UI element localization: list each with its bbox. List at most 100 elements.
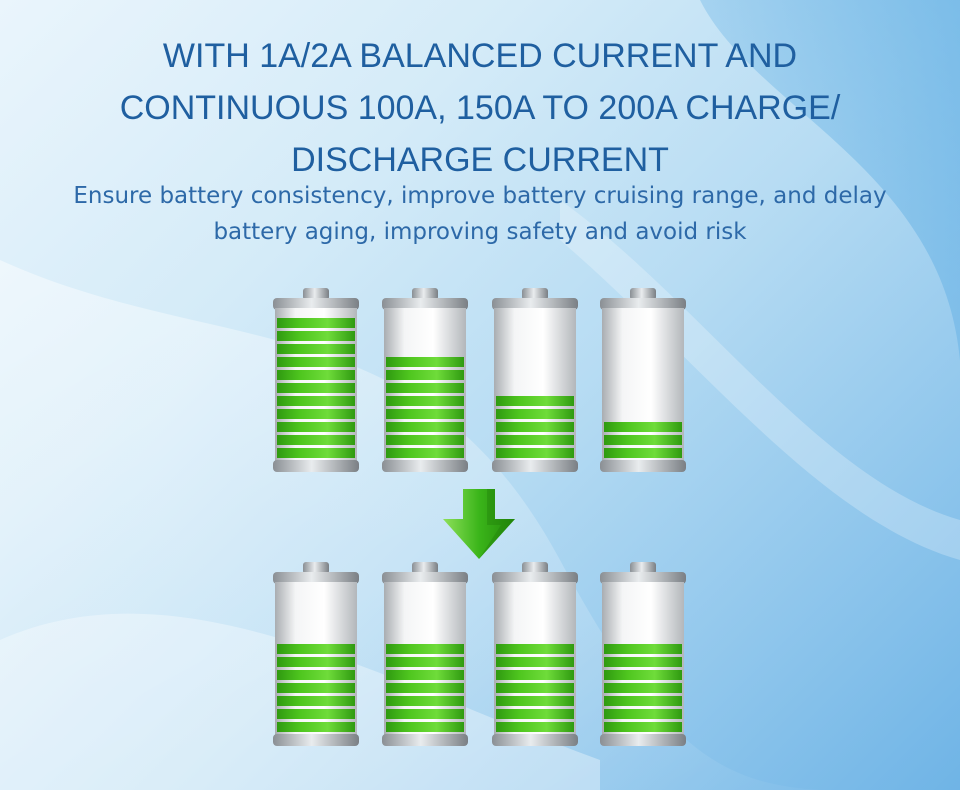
battery-after-4 [600, 562, 686, 746]
battery-terminal [522, 288, 548, 300]
battery-charge-level [496, 396, 574, 458]
battery-before-1 [273, 288, 359, 472]
battery-charge-cell [386, 383, 464, 393]
battery-terminal [630, 562, 656, 574]
battery-charge-cell [604, 422, 682, 432]
battery-top-band [382, 572, 468, 584]
battery-charge-cell [496, 722, 574, 732]
battery-charge-cell [496, 670, 574, 680]
battery-charge-level [604, 422, 682, 458]
battery-charge-cell [277, 670, 355, 680]
battery-charge-cell [277, 409, 355, 419]
battery-charge-cell [277, 396, 355, 406]
battery-charge-level [386, 357, 464, 458]
battery-charge-cell [386, 396, 464, 406]
battery-charge-cell [386, 657, 464, 667]
battery-charge-cell [496, 396, 574, 406]
battery-charge-cell [496, 644, 574, 654]
battery-top-band [273, 572, 359, 584]
battery-charge-cell [386, 696, 464, 706]
battery-bottom-band [600, 460, 686, 472]
battery-bottom-band [382, 460, 468, 472]
battery-charge-cell [277, 644, 355, 654]
battery-charge-cell [277, 370, 355, 380]
battery-charge-cell [277, 722, 355, 732]
battery-charge-cell [604, 709, 682, 719]
battery-terminal [412, 288, 438, 300]
battery-bottom-band [600, 734, 686, 746]
battery-charge-cell [386, 683, 464, 693]
battery-charge-cell [386, 709, 464, 719]
battery-top-band [492, 298, 578, 310]
battery-top-band [273, 298, 359, 310]
battery-terminal [303, 562, 329, 574]
headline-line-3: DISCHARGE CURRENT [291, 141, 669, 179]
headline-line-2: CONTINUOUS 100A, 150A TO 200A CHARGE/ [119, 89, 841, 127]
battery-charge-cell [277, 696, 355, 706]
battery-charge-cell [386, 370, 464, 380]
subline: Ensure battery consistency, improve batt… [40, 178, 920, 250]
battery-charge-cell [496, 696, 574, 706]
battery-terminal [522, 562, 548, 574]
battery-bottom-band [492, 734, 578, 746]
subline-line-2: battery aging, improving safety and avoi… [213, 219, 747, 245]
battery-charge-cell [496, 657, 574, 667]
battery-charge-cell [386, 357, 464, 367]
battery-charge-cell [277, 657, 355, 667]
battery-charge-level [496, 644, 574, 732]
battery-top-band [600, 298, 686, 310]
battery-charge-cell [386, 722, 464, 732]
battery-charge-cell [277, 357, 355, 367]
battery-charge-cell [496, 409, 574, 419]
battery-terminal [412, 562, 438, 574]
battery-charge-cell [277, 344, 355, 354]
battery-before-2 [382, 288, 468, 472]
battery-charge-cell [496, 435, 574, 445]
battery-charge-cell [386, 409, 464, 419]
battery-charge-cell [604, 696, 682, 706]
battery-top-band [382, 298, 468, 310]
battery-charge-level [386, 644, 464, 732]
battery-before-4 [600, 288, 686, 472]
battery-charge-cell [604, 644, 682, 654]
battery-terminal [630, 288, 656, 300]
battery-charge-cell [277, 709, 355, 719]
battery-charge-cell [496, 448, 574, 458]
battery-after-3 [492, 562, 578, 746]
battery-charge-level [604, 644, 682, 732]
battery-charge-cell [496, 422, 574, 432]
battery-charge-cell [604, 435, 682, 445]
battery-bottom-band [273, 460, 359, 472]
battery-after-1 [273, 562, 359, 746]
battery-top-band [492, 572, 578, 584]
battery-charge-cell [604, 448, 682, 458]
battery-charge-cell [386, 448, 464, 458]
battery-charge-cell [604, 657, 682, 667]
headline: WITH 1A/2A BALANCED CURRENT AND CONTINUO… [40, 30, 920, 186]
battery-charge-cell [604, 670, 682, 680]
battery-charge-cell [277, 435, 355, 445]
battery-charge-cell [277, 318, 355, 328]
headline-line-1: WITH 1A/2A BALANCED CURRENT AND [162, 37, 798, 75]
battery-charge-cell [386, 644, 464, 654]
battery-charge-cell [277, 683, 355, 693]
battery-before-3 [492, 288, 578, 472]
subline-line-1: Ensure battery consistency, improve batt… [73, 183, 887, 209]
battery-bottom-band [273, 734, 359, 746]
battery-charge-level [277, 318, 355, 458]
battery-terminal [303, 288, 329, 300]
battery-top-band [600, 572, 686, 584]
battery-charge-cell [277, 448, 355, 458]
battery-charge-cell [277, 331, 355, 341]
battery-charge-cell [386, 435, 464, 445]
battery-charge-cell [604, 683, 682, 693]
battery-charge-cell [604, 722, 682, 732]
battery-bottom-band [382, 734, 468, 746]
battery-charge-cell [277, 422, 355, 432]
battery-after-2 [382, 562, 468, 746]
battery-charge-cell [496, 709, 574, 719]
battery-charge-cell [386, 670, 464, 680]
battery-charge-level [277, 644, 355, 732]
battery-charge-cell [386, 422, 464, 432]
battery-bottom-band [492, 460, 578, 472]
